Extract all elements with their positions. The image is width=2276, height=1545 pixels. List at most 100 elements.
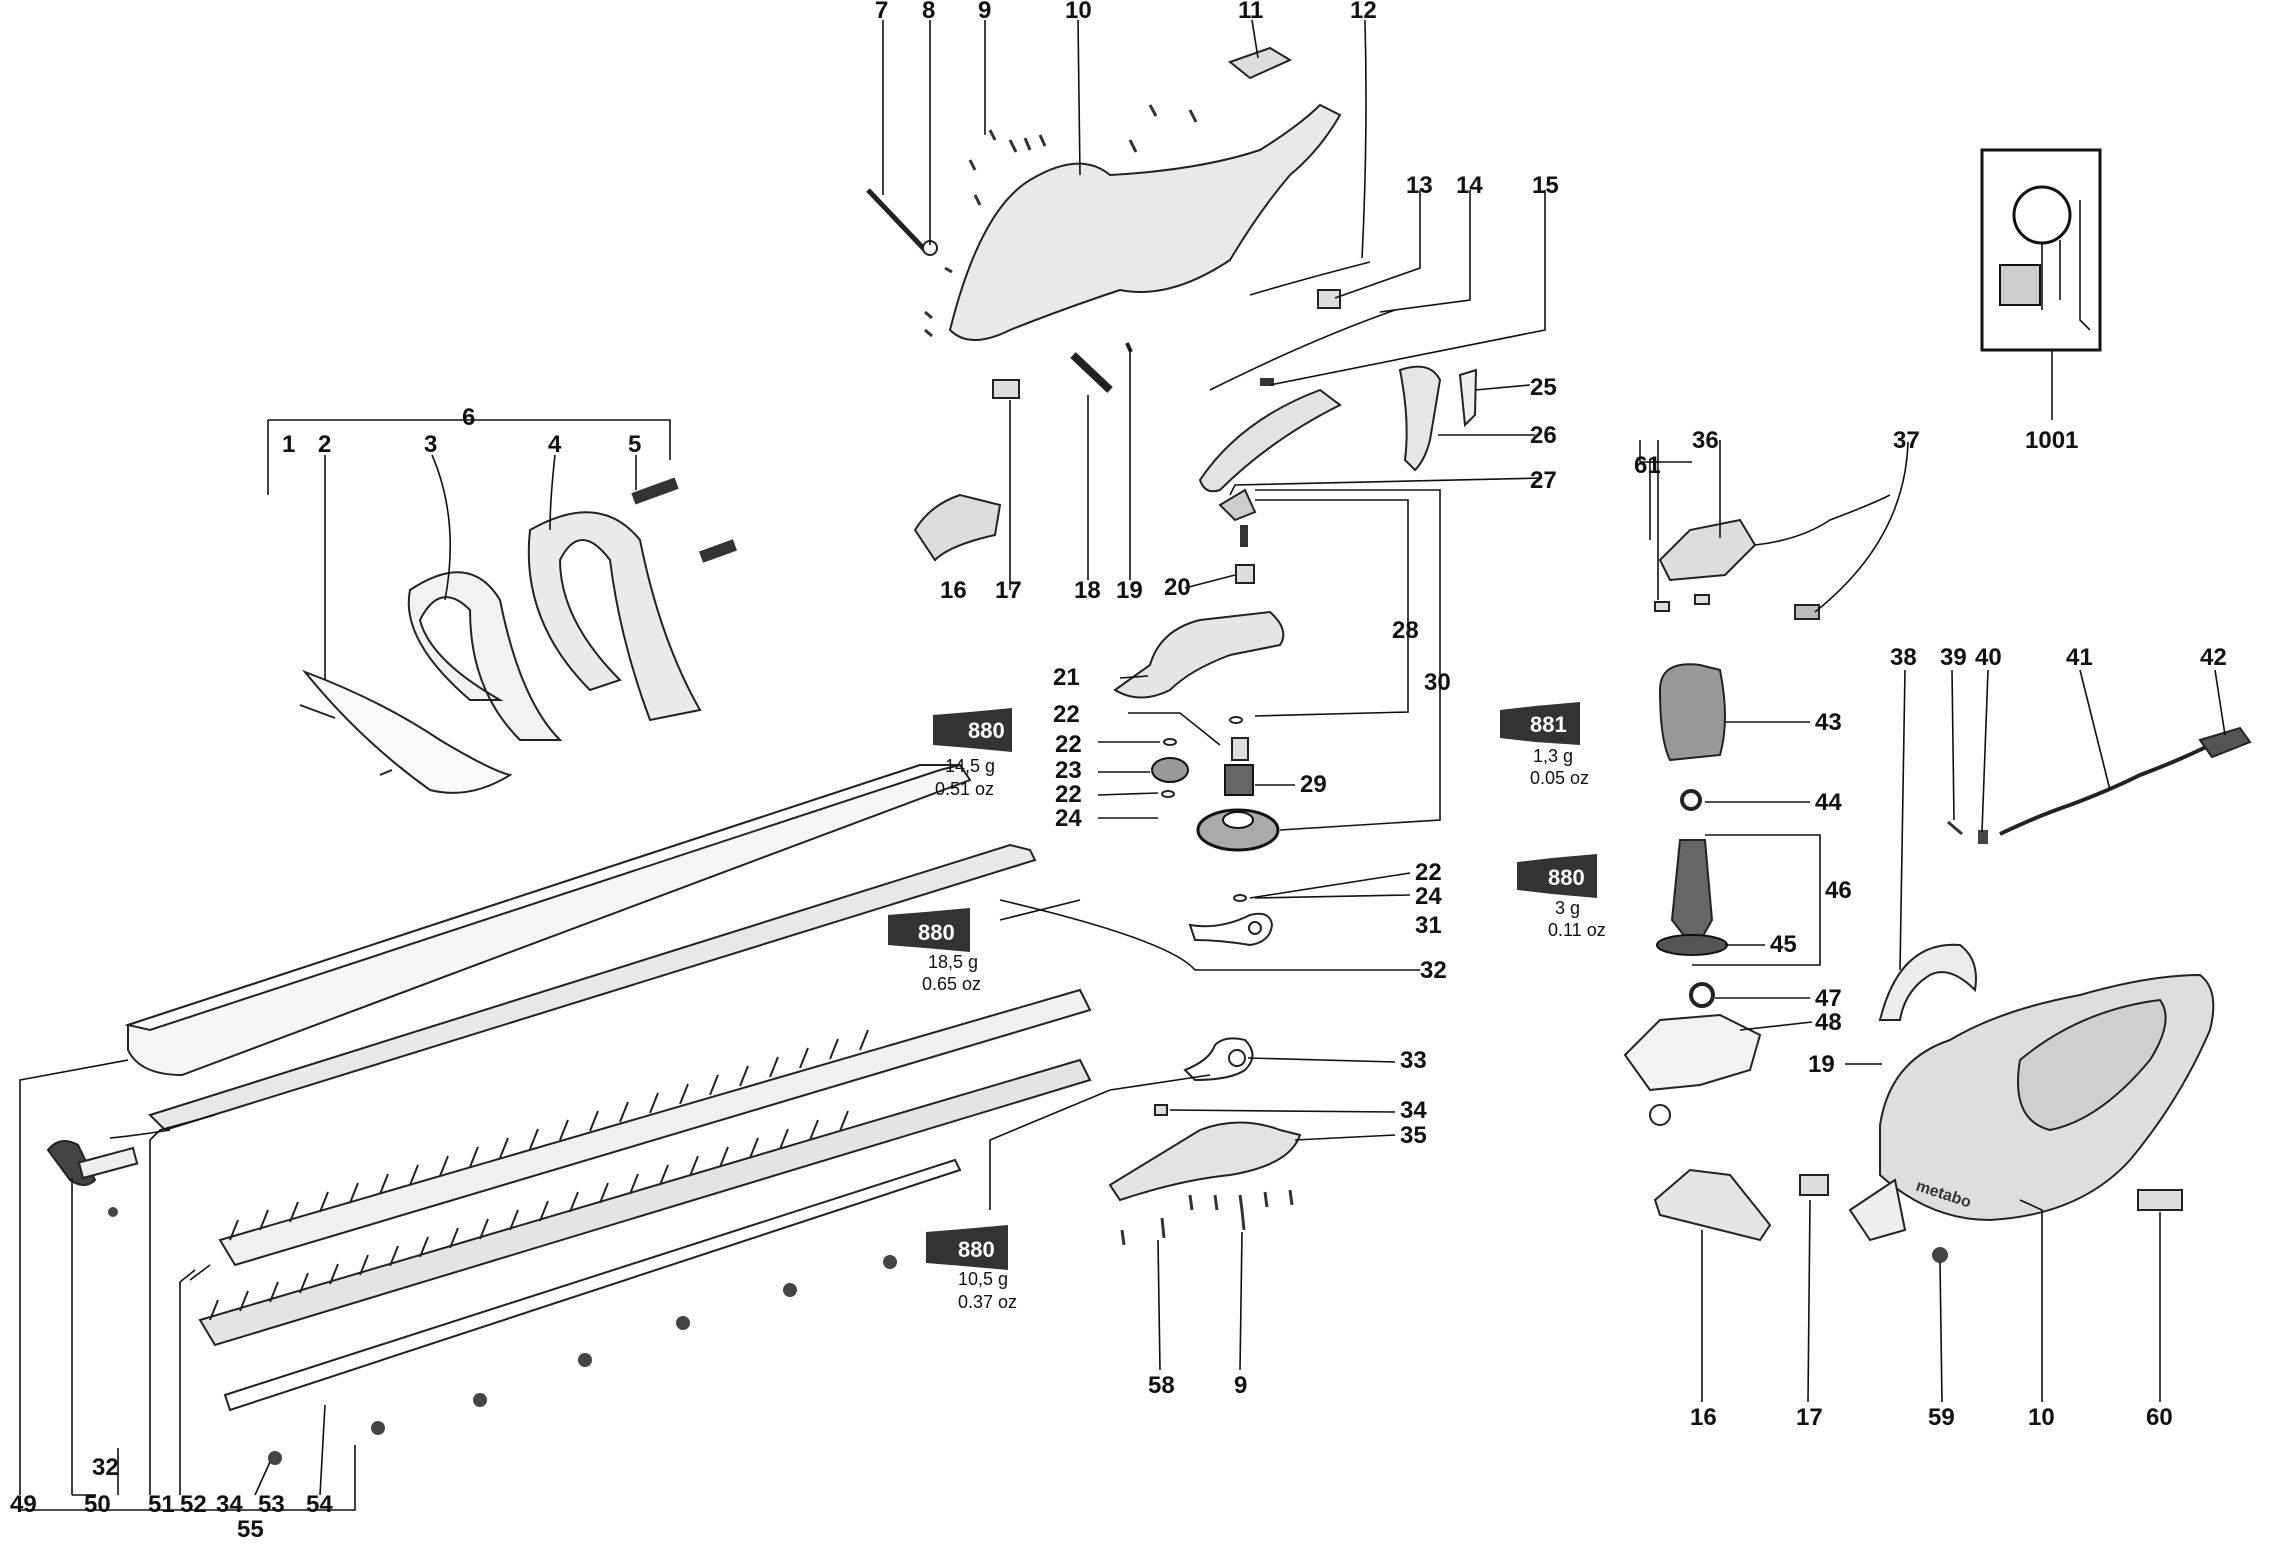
label-24b: 24: [1415, 883, 1442, 910]
label-25: 25: [1530, 374, 1557, 401]
label-60: 60: [2146, 1404, 2173, 1431]
label-30: 30: [1424, 669, 1451, 696]
label-24a: 24: [1055, 805, 1082, 832]
part-fan-housing-48: [1623, 1013, 1762, 1092]
label-16: 16: [940, 577, 967, 604]
label-2: 2: [318, 431, 331, 458]
label-33: 33: [1400, 1047, 1427, 1074]
part-washer-22d: [1233, 894, 1247, 902]
plate-screws: [1120, 1189, 1294, 1246]
lubricant-5-code: 880: [958, 1237, 995, 1262]
label-28: 28: [1392, 617, 1419, 644]
label-26: 26: [1530, 422, 1557, 449]
lubricant-3-weight: 3 g: [1555, 898, 1580, 918]
label-41: 41: [2066, 644, 2093, 671]
label-27: 27: [1530, 467, 1557, 494]
label-44: 44: [1815, 789, 1842, 816]
screws-group: [924, 104, 1198, 338]
label-46: 46: [1825, 877, 1852, 904]
label-22c: 22: [1055, 781, 1082, 808]
part-bow-38: [1878, 943, 1977, 1021]
label-5: 5: [628, 431, 641, 458]
lubricant-4-oz: 0.65 oz: [922, 974, 981, 994]
part-screw-32: [108, 1207, 118, 1217]
part-screw-39: [1947, 820, 1963, 836]
part-blade-upper: [218, 988, 1092, 1267]
part-block-13: [1317, 289, 1341, 309]
part-rotor-45: [1670, 839, 1714, 952]
schematic-wires: [2041, 200, 2091, 331]
label-48: 48: [1815, 1009, 1842, 1036]
part-screw: [379, 769, 393, 776]
label-9b: 9: [1234, 1372, 1247, 1399]
label-47: 47: [1815, 985, 1842, 1012]
label-14: 14: [1456, 172, 1483, 199]
part-washer-22: [1229, 716, 1243, 724]
label-45: 45: [1770, 931, 1797, 958]
part-plate-35: [1108, 1121, 1302, 1202]
part-stator-43: [1658, 663, 1726, 762]
part-rod-14: [1209, 309, 1396, 391]
part-switch-37: [1794, 604, 1820, 620]
part-gear-30: [1196, 808, 1280, 852]
label-61: 61: [1634, 452, 1661, 479]
part-gear-23: [1151, 757, 1189, 783]
label-51: 51: [148, 1491, 175, 1518]
label-19b: 19: [1808, 1051, 1835, 1078]
label-32: 32: [92, 1454, 119, 1481]
lubricant-3-code: 880: [1548, 865, 1585, 890]
label-9: 9: [978, 0, 991, 24]
label-20: 20: [1164, 574, 1191, 601]
part-guard-2: [301, 669, 513, 794]
part-plate-21: [1113, 610, 1285, 699]
part-wire-36: [1754, 494, 1891, 546]
label-10b: 10: [2028, 1404, 2055, 1431]
lubricant-1-weight: 14,5 g: [945, 756, 995, 776]
label-55: 55: [237, 1516, 264, 1540]
label-54: 54: [306, 1491, 333, 1518]
part-blade-cover-49: [127, 764, 972, 1077]
part-fan-45: [1656, 934, 1728, 956]
label-50: 50: [84, 1491, 111, 1518]
part-cam-28: [1218, 488, 1257, 522]
label-59: 59: [1928, 1404, 1955, 1431]
part-bush-34: [1154, 1104, 1168, 1116]
label-53: 53: [258, 1491, 285, 1518]
schematic-switch: [1999, 264, 2041, 306]
part-switch-11: [1227, 46, 1293, 80]
part-strip-54: [223, 1158, 962, 1412]
part-nut-59: [1932, 1247, 1948, 1263]
part-spring-5: [631, 477, 679, 505]
lubricant-tube-5: 880 10,5 g 0.37 oz: [926, 1225, 1017, 1312]
label-22d: 22: [1415, 859, 1442, 886]
label-34-top: 34: [1400, 1097, 1427, 1124]
label-8: 8: [922, 0, 935, 24]
part-link-31: [1188, 912, 1274, 947]
label-23: 23: [1055, 757, 1082, 784]
label-4: 4: [548, 431, 562, 458]
label-11: 11: [1238, 0, 1263, 24]
label-13: 13: [1406, 172, 1433, 199]
label-32-top: 32: [1420, 957, 1447, 984]
label-1: 1: [282, 431, 295, 458]
lubricant-1-oz: 0.51 oz: [935, 779, 994, 799]
label-17b: 17: [1796, 1404, 1823, 1431]
part-fan-housing-48-mount: [1649, 1104, 1671, 1126]
label-19: 19: [1116, 577, 1143, 604]
part-bow-3: [407, 571, 563, 741]
lubricant-tube-3: 880 3 g 0.11 oz: [1517, 854, 1606, 940]
part-plug-42: [2198, 726, 2252, 759]
label-42: 42: [2200, 644, 2227, 671]
lubricant-4-weight: 18,5 g: [928, 952, 978, 972]
label-12: 12: [1350, 0, 1377, 24]
label-16b: 16: [1690, 1404, 1717, 1431]
label-58: 58: [1148, 1372, 1175, 1399]
part-screw: [299, 704, 336, 719]
part-housing-upper-10: [948, 103, 1342, 341]
lubricant-2-oz: 0.05 oz: [1530, 768, 1589, 788]
schematic-box-1001: [1980, 148, 2102, 352]
lubricant-4-code: 880: [918, 920, 955, 945]
blade-screws: [268, 1255, 897, 1465]
part-label-60: [2137, 1189, 2183, 1211]
lubricant-tube-2: 881 1,3 g 0.05 oz: [1500, 702, 1589, 788]
